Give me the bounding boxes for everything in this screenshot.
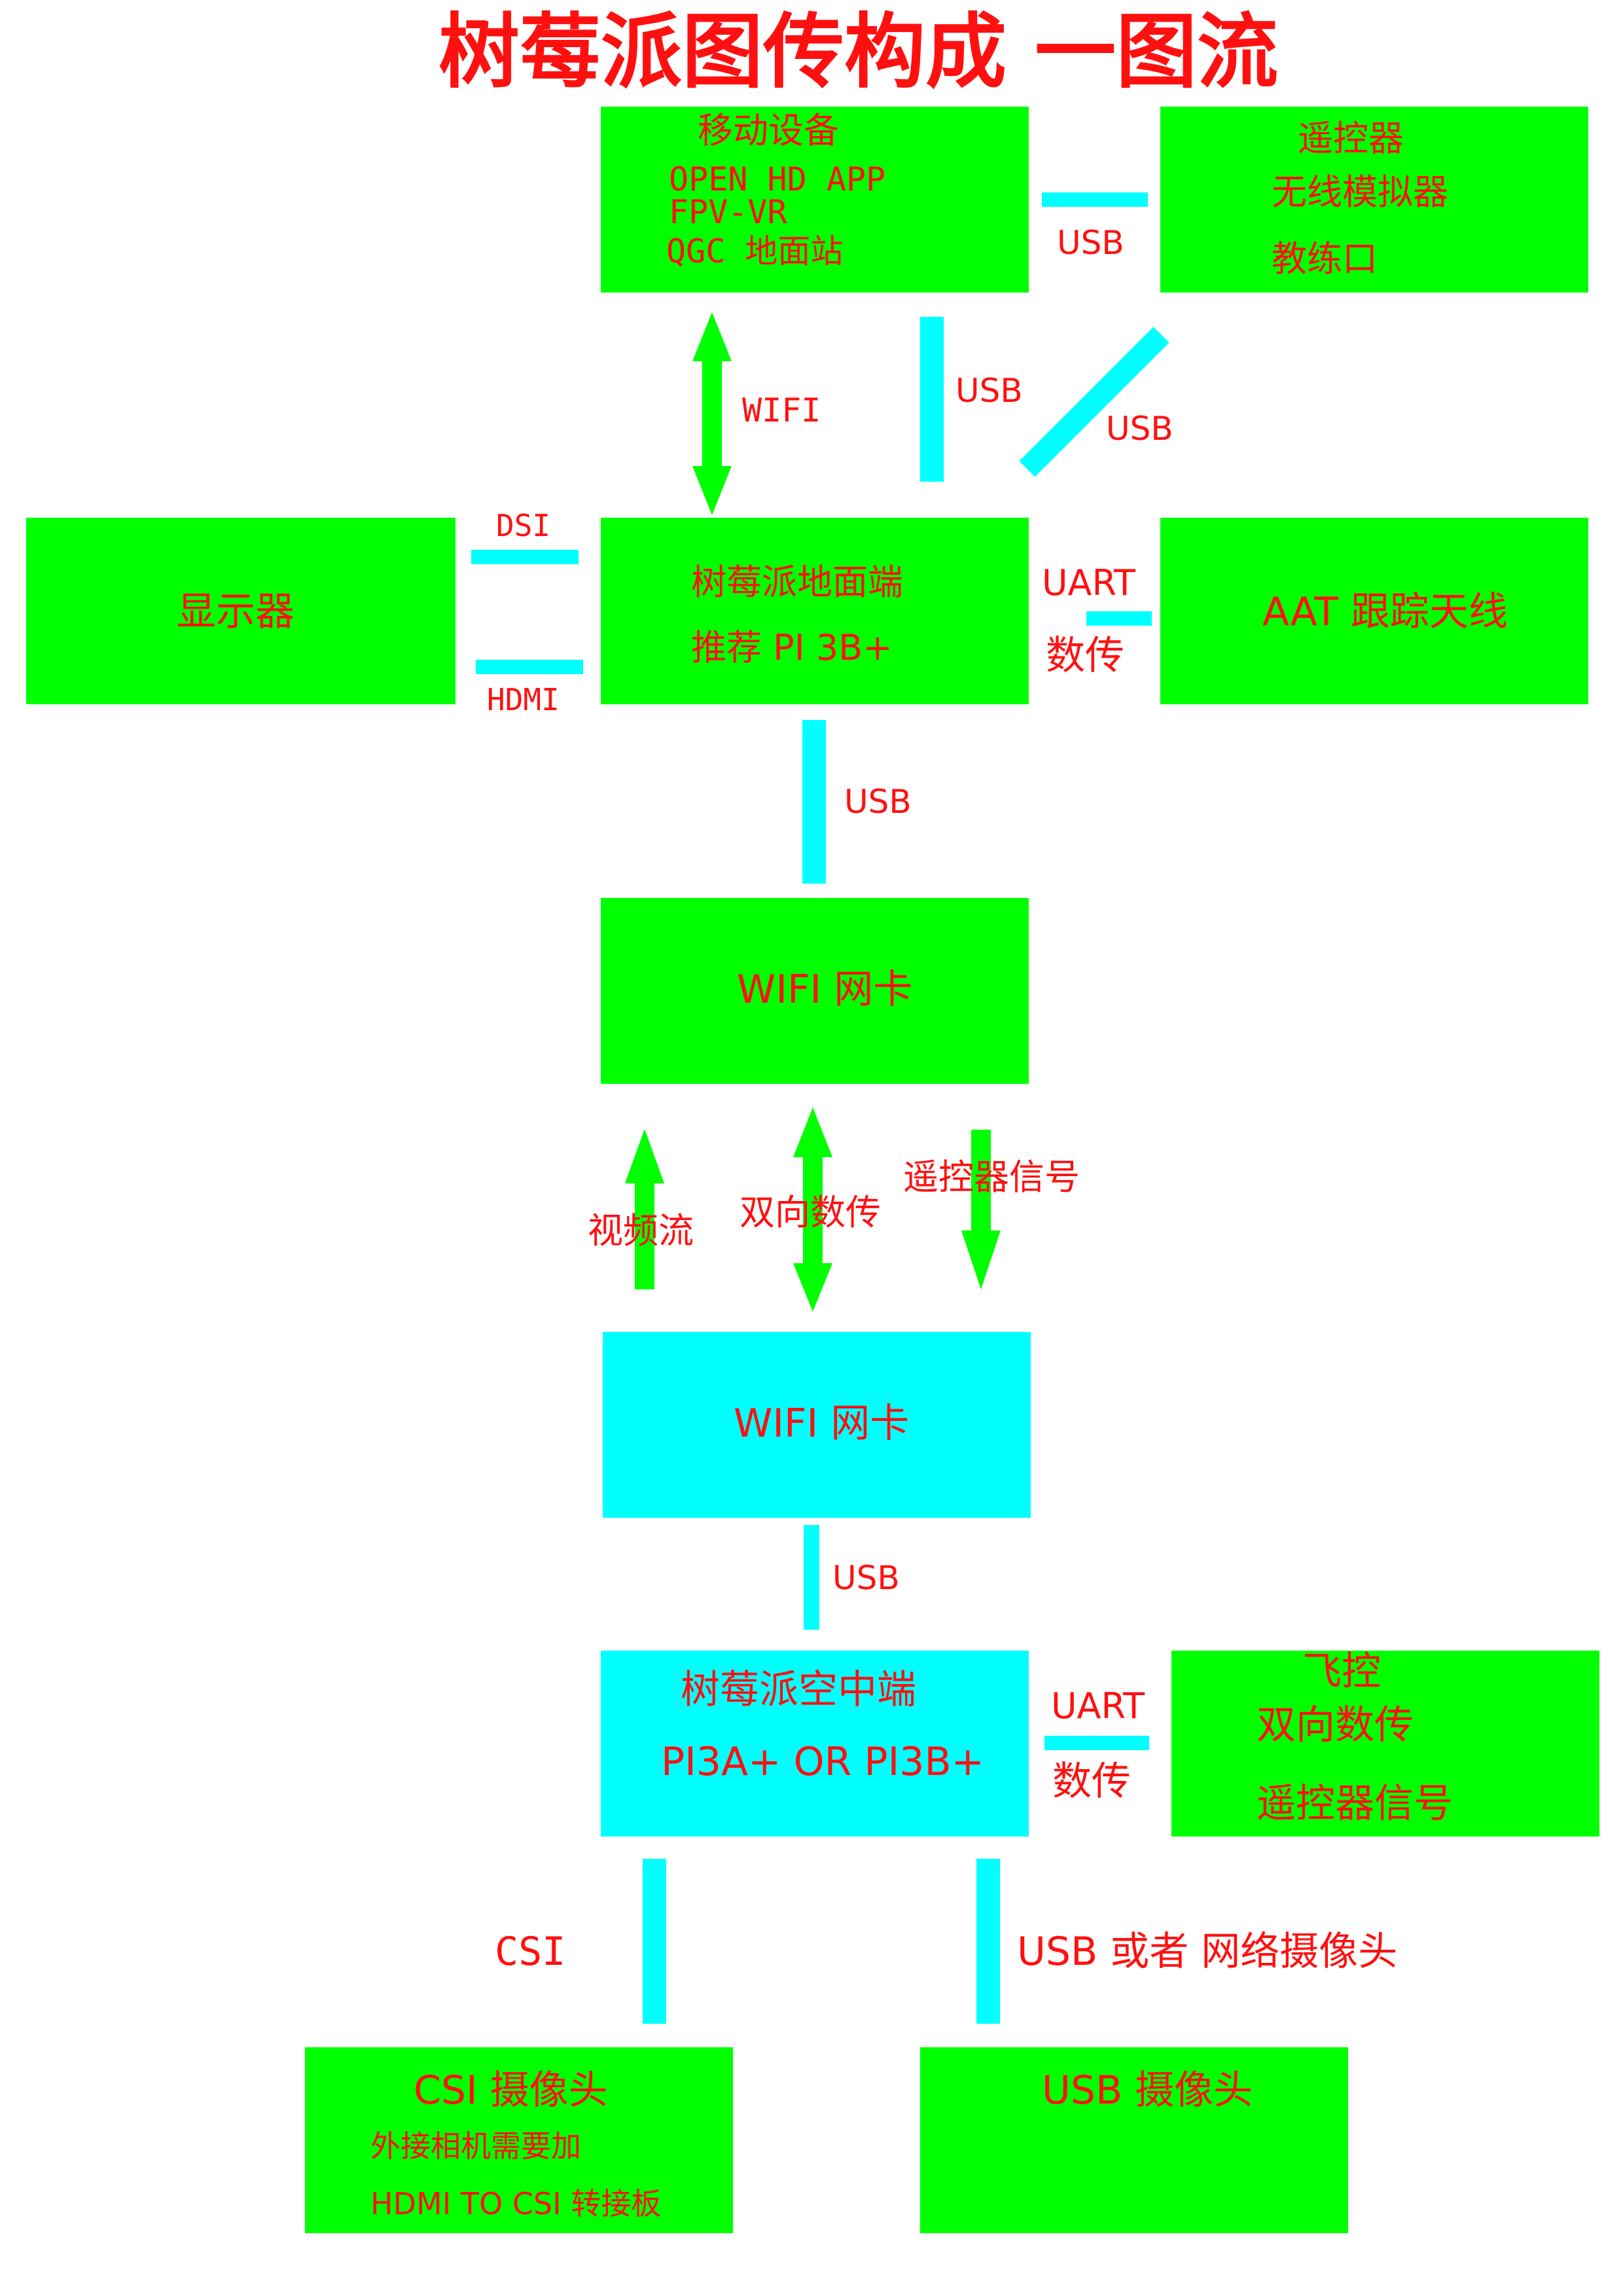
csi-camera-line2: HDMI TO CSI 转接板 bbox=[370, 2186, 662, 2221]
aat-antenna-box: AAT 跟踪天线 bbox=[1160, 518, 1588, 704]
mobile-rc-usb-label: USB bbox=[1057, 224, 1124, 262]
uart-air-link bbox=[1044, 1736, 1149, 1750]
mobile-device-title: 移动设备 bbox=[698, 110, 839, 151]
display-box: 显示器 bbox=[26, 518, 455, 704]
ground-wifi-card-title: WIFI 网卡 bbox=[737, 967, 913, 1013]
remote-controller-box: 遥控器 无线模拟器 教练口 bbox=[1160, 107, 1588, 293]
uart-ground-sub-label: 数传 bbox=[1046, 633, 1124, 679]
mobile-ground-usb-link bbox=[920, 317, 944, 482]
mobile-rc-usb-link bbox=[1042, 192, 1148, 207]
ground-station-line1: 推荐 PI 3B+ bbox=[691, 627, 893, 668]
csi-label: CSI bbox=[495, 1929, 566, 1975]
flight-controller-title: 飞控 bbox=[1302, 1649, 1381, 1695]
air-pi-title: 树莓派空中端 bbox=[681, 1667, 916, 1713]
hdmi-link bbox=[476, 660, 583, 674]
air-wifi-usb-label: USB bbox=[832, 1559, 900, 1597]
ground-wifi-card-box: WIFI 网卡 bbox=[601, 898, 1029, 1084]
flight-controller-box: 飞控 双向数传 遥控器信号 bbox=[1171, 1651, 1599, 1837]
mobile-device-line3: QGC 地面站 bbox=[666, 232, 844, 270]
mobile-ground-usb-label: USB bbox=[955, 372, 1023, 410]
rc-signal-label: 遥控器信号 bbox=[903, 1157, 1080, 1198]
mobile-device-line2: FPV-VR bbox=[669, 193, 787, 231]
uart-air-sub-label: 数传 bbox=[1052, 1759, 1131, 1804]
usb-camera-link bbox=[976, 1859, 1000, 2024]
usb-camera-box: USB 摄像头 bbox=[920, 2047, 1348, 2233]
remote-controller-title: 遥控器 bbox=[1298, 118, 1404, 159]
air-wifi-card-title: WIFI 网卡 bbox=[734, 1401, 910, 1446]
uart-air-label: UART bbox=[1051, 1685, 1145, 1727]
rc-ground-usb-label: USB bbox=[1106, 410, 1173, 448]
remote-controller-line1: 无线模拟器 bbox=[1272, 171, 1448, 213]
csi-link bbox=[643, 1859, 666, 2024]
flight-controller-line2: 遥控器信号 bbox=[1257, 1781, 1453, 1827]
dsi-link bbox=[471, 550, 579, 564]
air-pi-line1: PI3A+ OR PI3B+ bbox=[661, 1739, 984, 1785]
rc-signal-down-arrow bbox=[961, 1130, 1001, 1289]
wifi-double-arrow bbox=[692, 312, 732, 515]
page-title: 树莓派图传构成 一图流 bbox=[438, 5, 1279, 99]
video-stream-up-arrow bbox=[625, 1129, 664, 1289]
ground-wifi-usb-label: USB bbox=[844, 783, 912, 821]
ground-station-box: 树莓派地面端 推荐 PI 3B+ bbox=[601, 518, 1029, 704]
ground-wifi-usb-link bbox=[802, 720, 826, 884]
display-title: 显示器 bbox=[177, 589, 294, 635]
mobile-ground-wifi-label: WIFI bbox=[742, 391, 821, 429]
video-stream-label: 视频流 bbox=[588, 1210, 694, 1251]
air-wifi-card-box: WIFI 网卡 bbox=[603, 1332, 1031, 1518]
ground-station-title: 树莓派地面端 bbox=[691, 562, 903, 603]
bidirectional-double-arrow bbox=[793, 1107, 832, 1312]
csi-camera-line1: 外接相机需要加 bbox=[370, 2128, 581, 2164]
usb-camera-link-label: USB 或者 网络摄像头 bbox=[1017, 1929, 1398, 1975]
air-pi-box: 树莓派空中端 PI3A+ OR PI3B+ bbox=[601, 1651, 1029, 1837]
mobile-device-box: 移动设备 OPEN HD APP FPV-VR QGC 地面站 bbox=[601, 107, 1029, 293]
usb-camera-title: USB 摄像头 bbox=[1042, 2068, 1253, 2113]
remote-controller-line2: 教练口 bbox=[1272, 238, 1378, 279]
dsi-label: DSI bbox=[496, 508, 551, 543]
air-wifi-usb-link bbox=[804, 1525, 819, 1630]
uart-ground-link bbox=[1086, 611, 1152, 626]
flight-controller-line1: 双向数传 bbox=[1257, 1702, 1414, 1748]
hdmi-label: HDMI bbox=[487, 682, 560, 717]
csi-camera-box: CSI 摄像头 外接相机需要加 HDMI TO CSI 转接板 bbox=[305, 2047, 733, 2233]
aat-antenna-title: AAT 跟踪天线 bbox=[1262, 589, 1508, 635]
uart-ground-label: UART bbox=[1042, 562, 1136, 603]
mobile-device-line1: OPEN HD APP bbox=[669, 160, 886, 198]
csi-camera-title: CSI 摄像头 bbox=[414, 2068, 608, 2113]
bidirectional-label: 双向数传 bbox=[740, 1192, 881, 1233]
